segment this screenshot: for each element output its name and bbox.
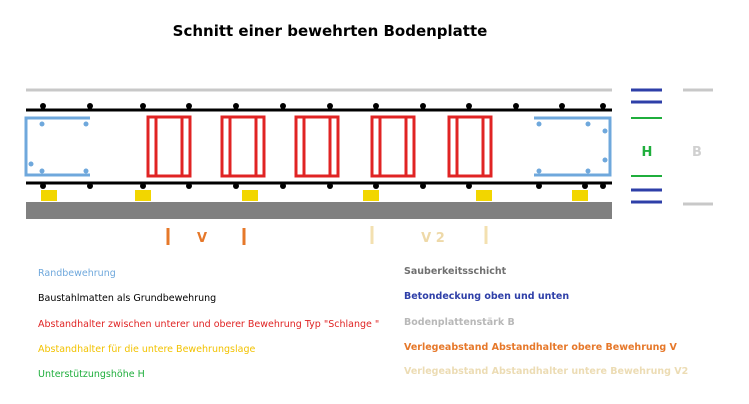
legend-abstandhalter-unten: Abstandhalter für die untere Bewehrungsl… — [38, 344, 256, 355]
top-mesh-bar — [600, 103, 606, 109]
legend-verlegeabstand-v: Verlegeabstand Abstandhalter obere Beweh… — [404, 342, 677, 353]
top-mesh-bar — [373, 103, 379, 109]
cleanliness-layer — [26, 202, 612, 219]
bottom-mesh-bar — [582, 183, 588, 189]
diagram-title: Schnitt einer bewehrten Bodenplatte — [172, 22, 488, 40]
legend-sauberkeitsschicht: Sauberkeitsschicht — [404, 266, 507, 277]
bottom-mesh-bar — [466, 183, 472, 189]
bottom-spacer — [572, 190, 588, 201]
bottom-mesh-bar — [140, 183, 146, 189]
bottom-mesh-bar — [373, 183, 379, 189]
edge-reinforcement-left — [24, 116, 90, 177]
snake-spacer — [447, 115, 493, 178]
bottom-mesh-bar — [280, 183, 286, 189]
legend-verlegeabstand-v2: Verlegeabstand Abstandhalter untere Bewe… — [404, 366, 689, 377]
legend-randbewehrung: Randbewehrung — [38, 268, 116, 279]
concrete-cover-marks — [631, 88, 662, 204]
snake-spacer — [146, 115, 192, 178]
top-mesh-bar — [186, 103, 192, 109]
top-mesh-bar — [466, 103, 472, 109]
top-mesh-bar — [327, 103, 333, 109]
label-b: B — [692, 145, 702, 160]
spacing-v-marker — [166, 228, 246, 245]
bottom-mesh-bar — [87, 183, 93, 189]
top-mesh-bar — [140, 103, 146, 109]
bottom-mesh-bar — [536, 183, 542, 189]
support-height-marks — [631, 117, 662, 177]
bottom-spacers — [41, 190, 588, 201]
bottom-mesh-bar — [600, 183, 606, 189]
legend-schlange: Abstandhalter zwischen unterer und obere… — [38, 319, 380, 330]
bottom-mesh-bars — [40, 183, 606, 189]
bottom-mesh-bar — [233, 183, 239, 189]
bottom-spacer — [363, 190, 379, 201]
snake-spacer — [294, 115, 340, 178]
top-mesh-bar — [280, 103, 286, 109]
bottom-spacer — [242, 190, 258, 201]
snake-spacer — [370, 115, 416, 178]
top-mesh-bar — [420, 103, 426, 109]
top-mesh-bar — [87, 103, 93, 109]
legend-unterstuetzungshoehe: Unterstützungshöhe H — [38, 369, 145, 380]
bottom-spacer — [135, 190, 151, 201]
bottom-spacer — [41, 190, 57, 201]
top-mesh-bar — [513, 103, 519, 109]
top-mesh-bar — [40, 103, 46, 109]
bottom-mesh-bar — [186, 183, 192, 189]
label-v2: V 2 — [421, 231, 445, 246]
bottom-mesh-bar — [420, 183, 426, 189]
top-mesh-bar — [233, 103, 239, 109]
bottom-spacer — [476, 190, 492, 201]
snake-spacers — [146, 115, 493, 178]
snake-spacer — [220, 115, 266, 178]
label-h: H — [642, 145, 653, 160]
top-mesh-bars — [40, 103, 606, 109]
legend-bodenplattenstaerke: Bodenplattenstärk B — [404, 317, 515, 328]
slab-thickness-marks — [683, 88, 713, 206]
edge-reinforcement-right — [534, 116, 612, 177]
bottom-mesh-bar — [327, 183, 333, 189]
legend-baustahlmatten: Baustahlmatten als Grundbewehrung — [38, 293, 217, 304]
top-mesh-bar — [559, 103, 565, 109]
bottom-mesh-bar — [40, 183, 46, 189]
spacing-v2-marker — [370, 226, 488, 244]
label-v: V — [197, 231, 207, 246]
legend-betondeckung: Betondeckung oben und unten — [404, 291, 570, 302]
